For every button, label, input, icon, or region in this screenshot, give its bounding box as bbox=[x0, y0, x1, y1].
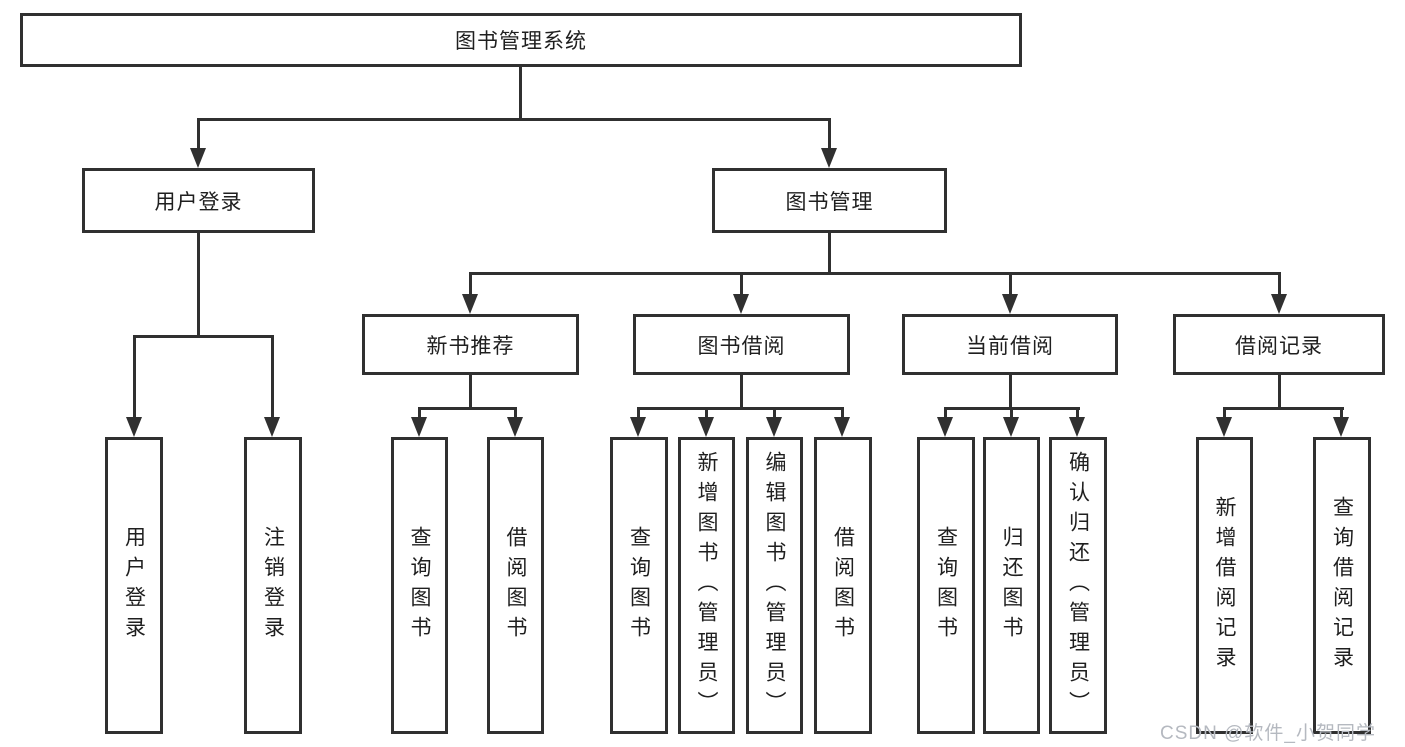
leaf-query-books-3: 查询图书 bbox=[917, 437, 975, 734]
leaf-confirm-return-admin: 确认归还（管理员） bbox=[1049, 437, 1107, 734]
arrowhead-down-icon bbox=[264, 417, 280, 437]
leaf-add-books-admin-label: 新增图书（管理员） bbox=[695, 450, 718, 721]
leaf-logout: 注销登录 bbox=[244, 437, 302, 734]
node-book-management: 图书管理 bbox=[712, 168, 947, 233]
leaf-query-borrow-record-label: 查询借阅记录 bbox=[1330, 495, 1354, 676]
arrowhead-down-icon bbox=[733, 294, 749, 314]
arrowhead-down-icon bbox=[937, 417, 953, 437]
leaf-logout-label: 注销登录 bbox=[261, 525, 285, 646]
connector-drop bbox=[1340, 407, 1343, 421]
leaf-confirm-return-admin-label: 确认归还（管理员） bbox=[1066, 450, 1090, 721]
arrowhead-down-icon bbox=[1333, 417, 1349, 437]
leaf-borrow-books-2: 借阅图书 bbox=[814, 437, 872, 734]
connector-drop bbox=[841, 407, 844, 421]
watermark-text: CSDN @软件_小贺同学 bbox=[1160, 723, 1376, 744]
connector-drop bbox=[469, 272, 472, 296]
node-new-book-recommend: 新书推荐 bbox=[362, 314, 579, 375]
leaf-add-books-admin: 新增图书（管理员） bbox=[678, 437, 735, 734]
leaf-edit-books-admin: 编辑图书（管理员） bbox=[746, 437, 803, 734]
leaf-return-books: 归还图书 bbox=[983, 437, 1040, 734]
node-book-borrow: 图书借阅 bbox=[633, 314, 850, 375]
connector-book-management-rail bbox=[469, 272, 1281, 275]
arrowhead-down-icon bbox=[1069, 417, 1085, 437]
node-root-label: 图书管理系统 bbox=[455, 30, 587, 53]
arrowhead-down-icon bbox=[190, 148, 206, 168]
connector-drop bbox=[1278, 272, 1281, 296]
leaf-borrow-books-1-label: 借阅图书 bbox=[504, 525, 527, 646]
node-book-borrow-label: 图书借阅 bbox=[697, 334, 786, 358]
connector-drop bbox=[828, 118, 831, 150]
connector-user-login-rail bbox=[133, 335, 274, 338]
leaf-edit-books-admin-label: 编辑图书（管理员） bbox=[763, 450, 786, 721]
leaf-query-books-1: 查询图书 bbox=[391, 437, 448, 734]
arrowhead-down-icon bbox=[411, 417, 427, 437]
node-root: 图书管理系统 bbox=[20, 13, 1022, 67]
leaf-query-books-1-label: 查询图书 bbox=[408, 525, 431, 646]
node-user-login: 用户登录 bbox=[82, 168, 315, 233]
node-book-management-label: 图书管理 bbox=[785, 190, 874, 214]
connector-drop bbox=[637, 407, 640, 421]
connector-drop bbox=[514, 407, 517, 421]
node-current-borrow-label: 当前借阅 bbox=[966, 334, 1054, 358]
leaf-borrow-books-2-label: 借阅图书 bbox=[831, 525, 855, 646]
arrowhead-down-icon bbox=[630, 417, 646, 437]
connector-drop bbox=[1010, 407, 1013, 421]
connector-drop bbox=[740, 272, 743, 296]
leaf-return-books-label: 归还图书 bbox=[1000, 525, 1023, 646]
leaf-add-borrow-record: 新增借阅记录 bbox=[1196, 437, 1253, 734]
arrowhead-down-icon bbox=[1216, 417, 1232, 437]
arrowhead-down-icon bbox=[698, 417, 714, 437]
arrowhead-down-icon bbox=[834, 417, 850, 437]
connector-drop bbox=[705, 407, 708, 421]
connector-rail bbox=[1223, 407, 1344, 410]
connector-book-management-stem bbox=[828, 233, 831, 275]
connector-root-stem bbox=[519, 67, 522, 120]
node-current-borrow: 当前借阅 bbox=[902, 314, 1118, 375]
connector-drop bbox=[1076, 407, 1079, 421]
connector-drop bbox=[1009, 272, 1012, 296]
connector-stem bbox=[469, 375, 472, 410]
node-borrow-records-label: 借阅记录 bbox=[1235, 334, 1323, 358]
arrowhead-down-icon bbox=[126, 417, 142, 437]
leaf-borrow-books-1: 借阅图书 bbox=[487, 437, 544, 734]
connector-root-rail bbox=[197, 118, 831, 121]
connector-stem bbox=[1009, 375, 1012, 410]
connector-drop bbox=[133, 335, 136, 419]
connector-drop bbox=[1223, 407, 1226, 421]
leaf-user-login: 用户登录 bbox=[105, 437, 163, 734]
arrowhead-down-icon bbox=[462, 294, 478, 314]
connector-stem bbox=[740, 375, 743, 410]
connector-drop bbox=[418, 407, 421, 421]
leaf-query-books-3-label: 查询图书 bbox=[934, 525, 958, 646]
node-new-book-recommend-label: 新书推荐 bbox=[426, 334, 515, 358]
leaf-add-borrow-record-label: 新增借阅记录 bbox=[1213, 495, 1236, 676]
connector-user-login-stem bbox=[197, 233, 200, 338]
arrowhead-down-icon bbox=[766, 417, 782, 437]
arrowhead-down-icon bbox=[507, 417, 523, 437]
arrowhead-down-icon bbox=[1003, 417, 1019, 437]
leaf-query-books-2-label: 查询图书 bbox=[627, 525, 651, 646]
node-user-login-label: 用户登录 bbox=[154, 190, 243, 214]
arrowhead-down-icon bbox=[821, 148, 837, 168]
connector-drop bbox=[197, 118, 200, 150]
leaf-user-login-label: 用户登录 bbox=[122, 525, 146, 646]
arrowhead-down-icon bbox=[1271, 294, 1287, 314]
connector-drop bbox=[271, 335, 274, 419]
connector-drop bbox=[773, 407, 776, 421]
connector-rail bbox=[418, 407, 517, 410]
leaf-query-books-2: 查询图书 bbox=[610, 437, 668, 734]
connector-rail bbox=[637, 407, 844, 410]
connector-drop bbox=[944, 407, 947, 421]
leaf-query-borrow-record: 查询借阅记录 bbox=[1313, 437, 1371, 734]
node-borrow-records: 借阅记录 bbox=[1173, 314, 1385, 375]
connector-stem bbox=[1278, 375, 1281, 410]
arrowhead-down-icon bbox=[1002, 294, 1018, 314]
